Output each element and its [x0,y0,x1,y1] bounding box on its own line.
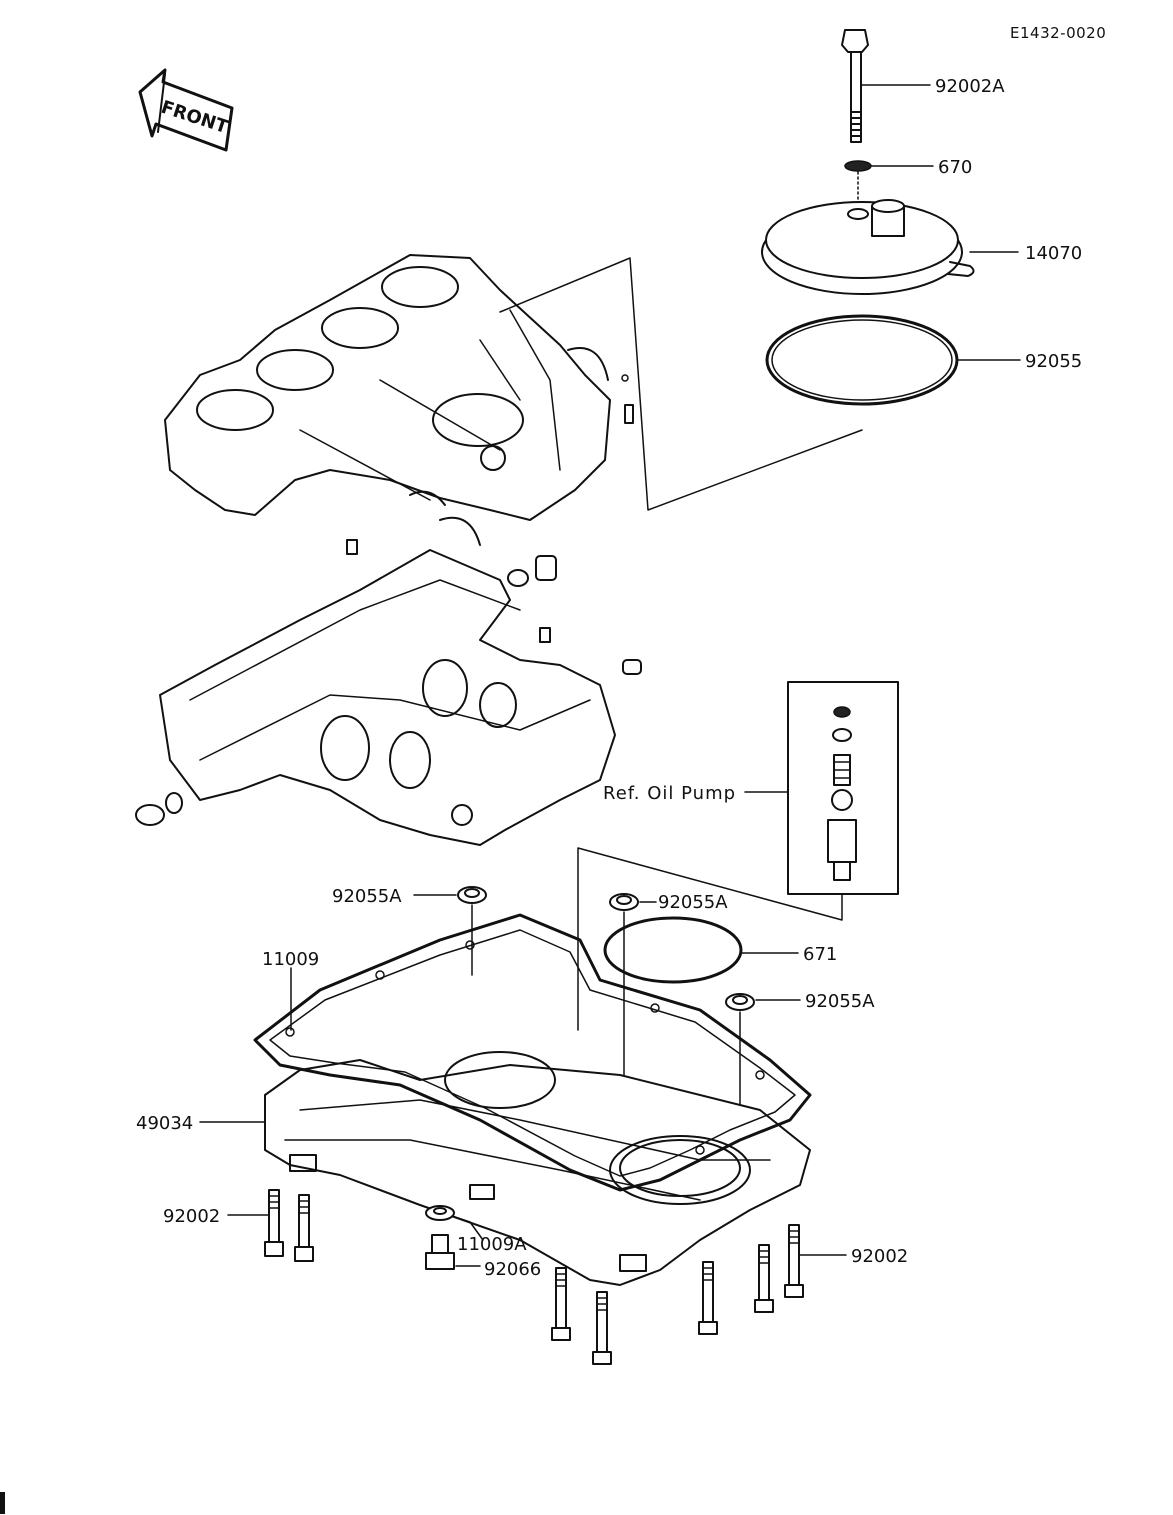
o-ring-92055: 92055 [765,314,1082,406]
callout-92002-right: 92002 [851,1246,908,1267]
page-edge-mark [0,1492,5,1514]
oil-pump-reference: Ref. Oil Pump [577,681,899,1031]
drain-plug-assembly: 11009A 92066 [425,1205,541,1280]
ref-oil-pump-label: Ref. Oil Pump [603,783,736,804]
oil-pan: 49034 [136,1051,811,1286]
callout-11009: 11009 [262,949,319,970]
diagram-code: E1432-0020 [1010,24,1106,42]
callout-92066: 92066 [484,1259,541,1280]
upper-crankcase [164,254,634,546]
callout-14070: 14070 [1025,243,1082,264]
bolts-left: 92002 [163,1189,314,1262]
callout-49034: 49034 [136,1113,193,1134]
o-ring-92055a-center: 92055A [609,892,728,1101]
bolt-top: 92002A [841,29,1005,143]
lower-crankcase [135,539,642,846]
callout-92055: 92055 [1025,351,1082,372]
o-ring-92055a-left: 92055A [332,886,487,976]
bolts-bottom: 92002 [551,1224,908,1365]
pan-gasket: 11009 [253,913,812,1192]
callout-92055a-left: 92055A [332,886,402,907]
callout-92055a-center: 92055A [658,892,728,913]
o-ring-92055a-right: 92055A [725,991,875,1121]
washer-670: 670 [844,157,972,201]
callout-11009a: 11009A [457,1234,527,1255]
callout-671: 671 [803,944,837,965]
front-arrow-icon: FRONT [138,68,234,152]
callout-92055a-right: 92055A [805,991,875,1012]
callout-92002a: 92002A [935,76,1005,97]
oil-filter-cover: 14070 [761,199,1082,295]
o-ring-671: 671 [603,916,837,984]
callout-92002-left: 92002 [163,1206,220,1227]
callout-670: 670 [938,157,972,178]
